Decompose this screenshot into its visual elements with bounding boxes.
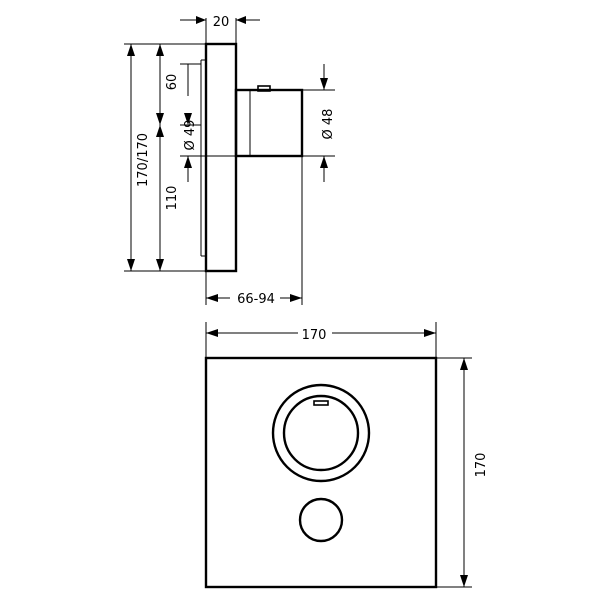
dim-cover-depth-label: 66-94: [237, 292, 275, 307]
front-button: [298, 497, 344, 543]
side-view: 20 170/170 110 60 Ø 4: [124, 15, 336, 307]
dim-left-total-label: 170/170: [136, 133, 151, 187]
dim-left-total: 170/170: [127, 44, 151, 271]
side-cover-plate: [204, 42, 238, 273]
dim-left-lower: 110: [156, 125, 180, 271]
dim-front-height: 170: [460, 358, 489, 587]
dim-front-width: 170: [206, 324, 436, 343]
dim-cover-depth: 66-94: [206, 289, 302, 307]
dim-dia-48-label: Ø 48: [321, 109, 336, 140]
dim-side-depth: 20: [180, 15, 260, 30]
front-view: 170 170: [204, 322, 489, 589]
side-knob-ring: [257, 85, 271, 92]
dim-left-upper-label: 60: [165, 74, 180, 91]
front-cover-plate: [204, 356, 438, 589]
dim-dia-49-label: Ø 49: [183, 120, 198, 151]
dim-front-width-label: 170: [302, 328, 327, 343]
front-knob-indicator: [313, 400, 329, 406]
dim-dia-49: Ø 49: [183, 64, 198, 182]
dim-left-lower-label: 110: [165, 186, 180, 211]
dim-left-upper: 60: [156, 44, 180, 125]
dim-front-height-label: 170: [474, 453, 489, 478]
front-knob-outer: [271, 383, 371, 483]
dim-side-depth-label: 20: [213, 15, 230, 30]
front-knob-inner: [282, 394, 360, 472]
dim-dia-48: Ø 48: [320, 64, 336, 182]
side-knob-body: [234, 88, 304, 158]
